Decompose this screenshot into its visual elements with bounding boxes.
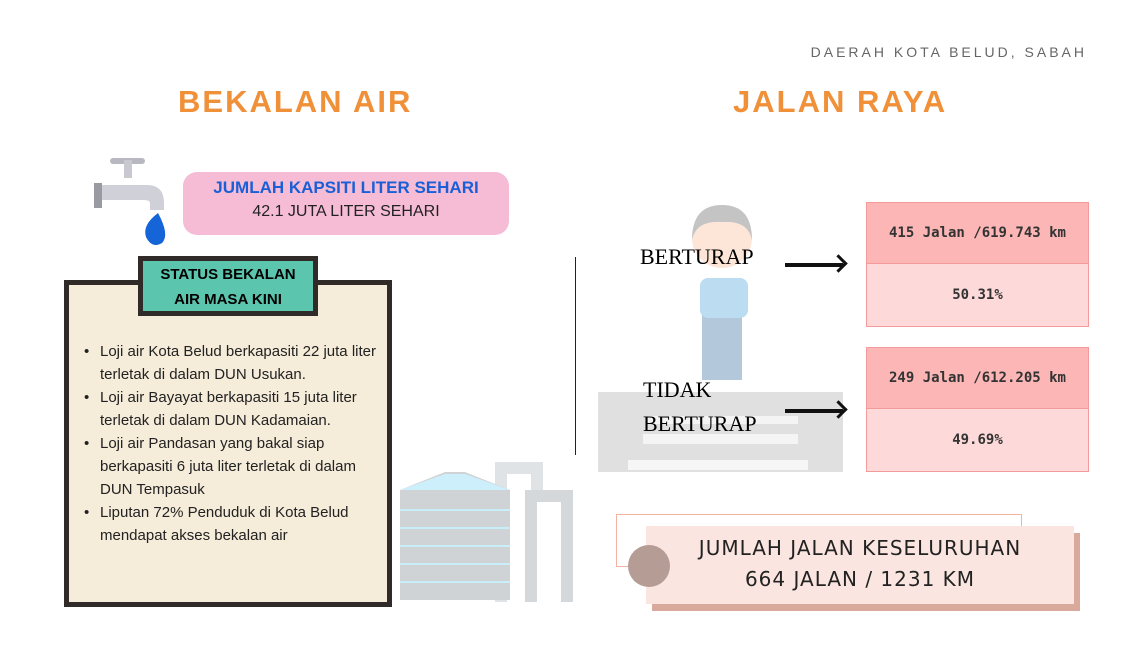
paved-stats-card: 415 Jalan /619.743 km 50.31% [866,202,1089,327]
status-list: Loji air Kota Belud berkapasiti 22 juta … [80,340,380,547]
divider [575,257,576,455]
status-title: STATUS BEKALAN AIR MASA KINI [138,256,318,316]
paved-percent: 50.31% [952,287,1003,303]
list-item: Liputan 72% Penduduk di Kota Belud menda… [80,501,380,547]
list-item: Loji air Pandasan yang bakal siap berkap… [80,432,380,501]
status-title-line1: STATUS BEKALAN [160,266,296,283]
arrow-right-icon [785,409,843,413]
arrow-right-icon [785,263,843,267]
water-heading: BEKALAN AIR [178,84,413,119]
unpaved-stats-card: 249 Jalan /612.205 km 49.69% [866,347,1089,472]
decorative-circle [628,545,670,587]
capacity-banner: JUMLAH KAPSITI LITER SEHARI 42.1 JUTA LI… [183,172,509,235]
status-title-line2: AIR MASA KINI [174,291,282,308]
list-item: Loji air Kota Belud berkapasiti 22 juta … [80,340,380,386]
unpaved-label-line2: BERTURAP [643,411,757,436]
total-roads-box: JUMLAH JALAN KESELURUHAN 664 JALAN / 123… [646,526,1074,604]
person-road-illustration [598,205,843,472]
capacity-title: JUMLAH KAPSITI LITER SEHARI [213,178,479,197]
paved-label: BERTURAP [640,244,754,269]
total-value: 664 JALAN / 1231 KM [744,567,976,591]
faucet-icon [94,158,166,245]
unpaved-label-line1: TIDAK [643,377,712,402]
total-title: JUMLAH JALAN KESELURUHAN [698,536,1022,560]
unpaved-count: 249 Jalan /612.205 km [867,348,1088,409]
capacity-value: 42.1 JUTA LITER SEHARI [252,203,440,220]
unpaved-percent: 49.69% [952,432,1003,448]
water-tank-icon [400,462,573,602]
region-label: DAERAH KOTA BELUD, SABAH [810,44,1087,60]
list-item: Loji air Bayayat berkapasiti 15 juta lit… [80,386,380,432]
road-heading: JALAN RAYA [733,84,948,119]
paved-count: 415 Jalan /619.743 km [867,203,1088,264]
